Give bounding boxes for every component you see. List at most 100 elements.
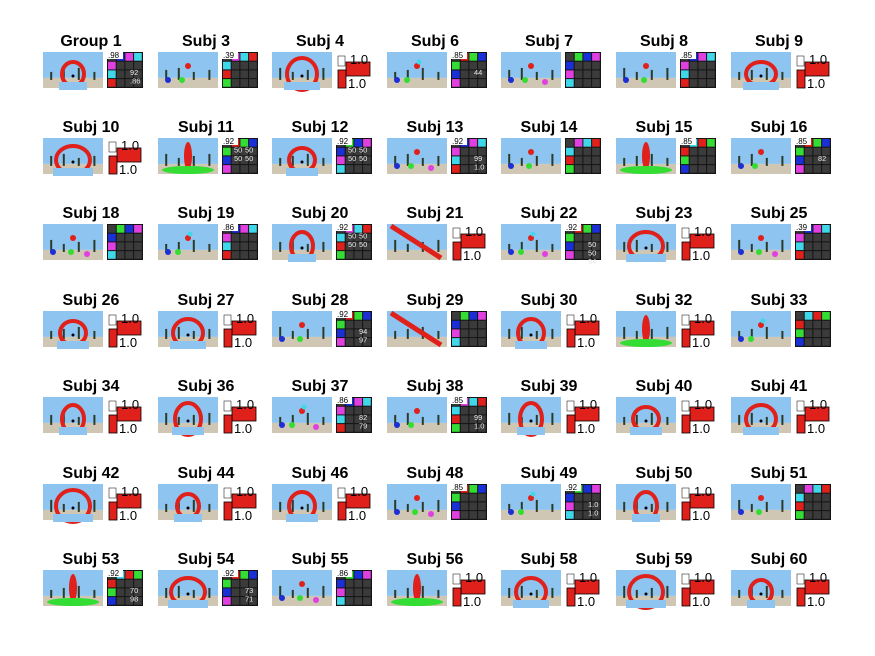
tree-silhouette xyxy=(551,243,554,252)
matrix-cell xyxy=(108,597,116,605)
matrix-value: 50 xyxy=(359,240,367,249)
sky-area xyxy=(616,224,676,250)
spot-cyan xyxy=(760,318,766,324)
matrix-cell xyxy=(134,597,142,605)
tree-silhouette xyxy=(192,155,195,166)
matrix-cell xyxy=(249,233,257,242)
matrix-cell xyxy=(223,61,231,70)
matrix-cell xyxy=(223,165,231,173)
spot-red xyxy=(414,149,420,155)
matrix-cell xyxy=(354,251,363,259)
tree-silhouette xyxy=(306,412,309,425)
matrix-cell xyxy=(469,415,478,424)
matrix-cell xyxy=(345,406,354,415)
matrix-label-box xyxy=(565,482,581,491)
tree-silhouette xyxy=(623,585,626,598)
matrix-cell xyxy=(583,156,592,165)
matrix-cell xyxy=(240,53,249,61)
matrix-cell xyxy=(240,147,249,156)
tree-silhouette xyxy=(421,416,424,425)
matrix-cell xyxy=(698,156,707,165)
matrix-label-box xyxy=(680,50,696,59)
tree-silhouette xyxy=(306,328,309,339)
matrix-cell xyxy=(125,70,134,79)
subject-panel: Subj 55.86 xyxy=(272,551,372,606)
matrix-cell xyxy=(478,139,486,147)
matrix-cell xyxy=(566,165,574,173)
tree-silhouette xyxy=(93,239,96,252)
tree-silhouette xyxy=(62,503,65,512)
ring-cut xyxy=(743,82,779,90)
spot-red xyxy=(528,149,534,155)
matrix-cell xyxy=(478,165,486,173)
matrix-cell xyxy=(813,320,822,329)
scale-key-top xyxy=(337,487,346,499)
tree-silhouette xyxy=(50,589,53,598)
matrix-label-top: .92 xyxy=(337,310,349,319)
scale-label-top: 1.0 xyxy=(694,484,712,499)
matrix-cell xyxy=(698,147,707,156)
matrix-cell xyxy=(574,165,583,173)
matrix-value: 44 xyxy=(474,68,482,77)
matrix-cell xyxy=(813,139,822,147)
matrix-label-box xyxy=(336,568,352,577)
tree-silhouette xyxy=(192,589,195,598)
matrix-cell xyxy=(566,61,574,70)
matrix-cell xyxy=(583,233,592,242)
tree-silhouette xyxy=(750,69,753,80)
tree-silhouette xyxy=(165,503,168,512)
matrix-cell xyxy=(574,493,583,502)
matrix-cell xyxy=(813,225,822,233)
matrix-cell xyxy=(354,329,363,338)
matrix-cell xyxy=(707,147,715,156)
subject-panel: Subj 48.85 xyxy=(387,465,487,520)
sky-area xyxy=(272,224,332,250)
matrix-cell xyxy=(363,579,371,588)
scale-label-bottom: 1.0 xyxy=(463,594,481,609)
matrix-cell xyxy=(134,79,142,87)
matrix-cell xyxy=(249,53,257,61)
subject-panel: Subj 271.01.0 xyxy=(158,292,257,350)
tree-silhouette xyxy=(279,241,282,252)
matrix-cell xyxy=(363,242,371,251)
matrix-cell xyxy=(469,165,478,173)
panel-title: Subj 30 xyxy=(521,292,578,309)
panel-title: Subj 3 xyxy=(182,33,230,50)
center-dot xyxy=(529,592,533,596)
matrix-cell xyxy=(478,485,486,493)
tree-silhouette xyxy=(765,326,768,339)
matrix-cell xyxy=(116,588,125,597)
spot-blue xyxy=(738,163,744,169)
sky-area xyxy=(731,397,791,423)
matrix-cell xyxy=(125,61,134,70)
matrix-cell xyxy=(134,588,142,597)
scale-key-top xyxy=(452,227,461,239)
matrix-cell xyxy=(134,251,142,259)
ground-area xyxy=(272,595,332,606)
scale-key-top xyxy=(681,573,690,585)
spot-blue xyxy=(394,509,400,515)
matrix-cell xyxy=(354,165,363,173)
matrix-cell xyxy=(574,242,583,251)
matrix-cell xyxy=(125,597,134,605)
matrix-cell xyxy=(681,165,689,173)
tree-silhouette xyxy=(394,499,397,512)
matrix-cell xyxy=(249,139,257,147)
matrix-cell xyxy=(469,70,478,79)
matrix-cell xyxy=(822,320,830,329)
matrix-cell xyxy=(804,338,813,346)
matrix-cell xyxy=(574,79,583,87)
matrix-cell xyxy=(223,156,231,165)
matrix-cell xyxy=(478,502,486,511)
matrix-cell xyxy=(452,147,460,156)
matrix-cell xyxy=(231,579,240,588)
scale-bar-upper xyxy=(689,493,715,509)
tree-silhouette xyxy=(437,330,440,339)
panel-title: Subj 56 xyxy=(407,551,464,568)
tree-silhouette xyxy=(650,328,653,339)
scale-label-top: 1.0 xyxy=(809,570,827,585)
spot-red xyxy=(758,495,764,501)
tree-silhouette xyxy=(437,155,440,166)
ring-cut xyxy=(747,600,775,608)
matrix-cell xyxy=(698,139,707,147)
